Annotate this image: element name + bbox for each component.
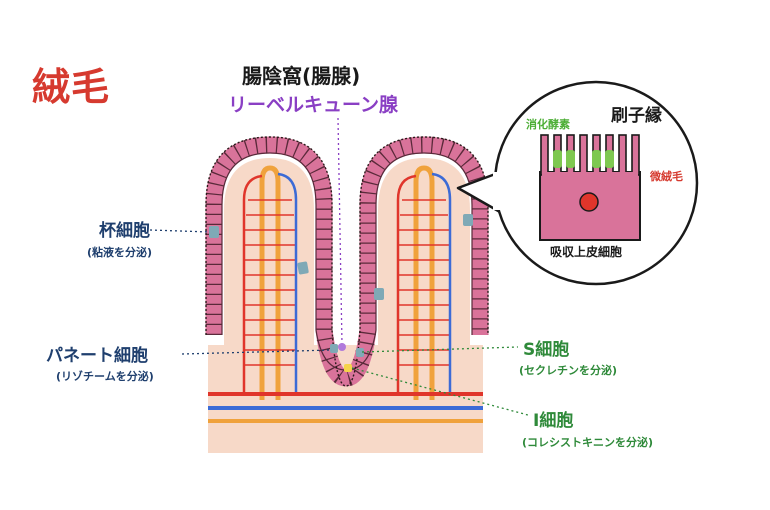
- leader-paneth: [181, 349, 333, 355]
- s-cell-sublabel: (セクレチンを分泌): [519, 364, 618, 377]
- goblet-cell: [297, 261, 309, 275]
- crypt-label: 腸陰窩(腸腺): [242, 64, 361, 88]
- goblet-cell: [374, 288, 384, 300]
- lacteal-right: [413, 165, 435, 400]
- brush-border-label: 刷子縁: [611, 106, 662, 126]
- capillary-rungs-right: [398, 199, 450, 366]
- leader-s: [361, 346, 519, 353]
- goblet-cell: [209, 226, 219, 238]
- leader-goblet: [149, 229, 211, 233]
- paneth-cell-sublabel: (リゾチームを分泌): [56, 370, 154, 383]
- arteriole-right: [396, 174, 417, 395]
- venule-right: [431, 172, 452, 395]
- nucleus: [579, 192, 599, 212]
- goblet-cell: [463, 214, 473, 226]
- lieberkuhn-label: リーベルキューン腺: [228, 94, 399, 116]
- capillary-rungs-left: [244, 199, 296, 366]
- i-cell-label: I細胞: [533, 411, 574, 431]
- i-cell-sublabel: (コレシストキニンを分泌): [522, 436, 654, 449]
- paneth-cell-label: パネート細胞: [46, 346, 148, 366]
- s-cell: [356, 348, 364, 357]
- digestive-enzyme-label: 消化酵素: [526, 118, 570, 131]
- goblet-cell-sublabel: (粘液を分泌): [87, 246, 153, 259]
- s-cell-label: S細胞: [523, 340, 570, 360]
- callout-tail-cover: [493, 172, 505, 210]
- epithelium-outer-edge: [205, 136, 489, 387]
- villus-core-left: [224, 158, 314, 345]
- microvilli-label: 微絨毛: [650, 170, 683, 183]
- leader-crypt: [337, 117, 343, 346]
- paneth-cell: [330, 344, 338, 353]
- lacteal-left: [259, 165, 281, 400]
- digestive-enzyme-dots: [553, 150, 614, 168]
- i-cell: [344, 364, 352, 372]
- lamina-propria: [208, 345, 483, 453]
- villus-core-right: [378, 158, 470, 345]
- leader-i: [351, 367, 529, 416]
- absorptive-cell-label: 吸収上皮細胞: [550, 245, 623, 259]
- leader-crypt-dot: [338, 343, 346, 351]
- arteriole-left: [242, 174, 263, 395]
- diagram-title: 絨毛: [32, 65, 111, 109]
- epithelium-cell-dividers: [205, 136, 489, 387]
- goblet-cell-label: 杯細胞: [99, 221, 150, 241]
- venule-left: [277, 172, 298, 395]
